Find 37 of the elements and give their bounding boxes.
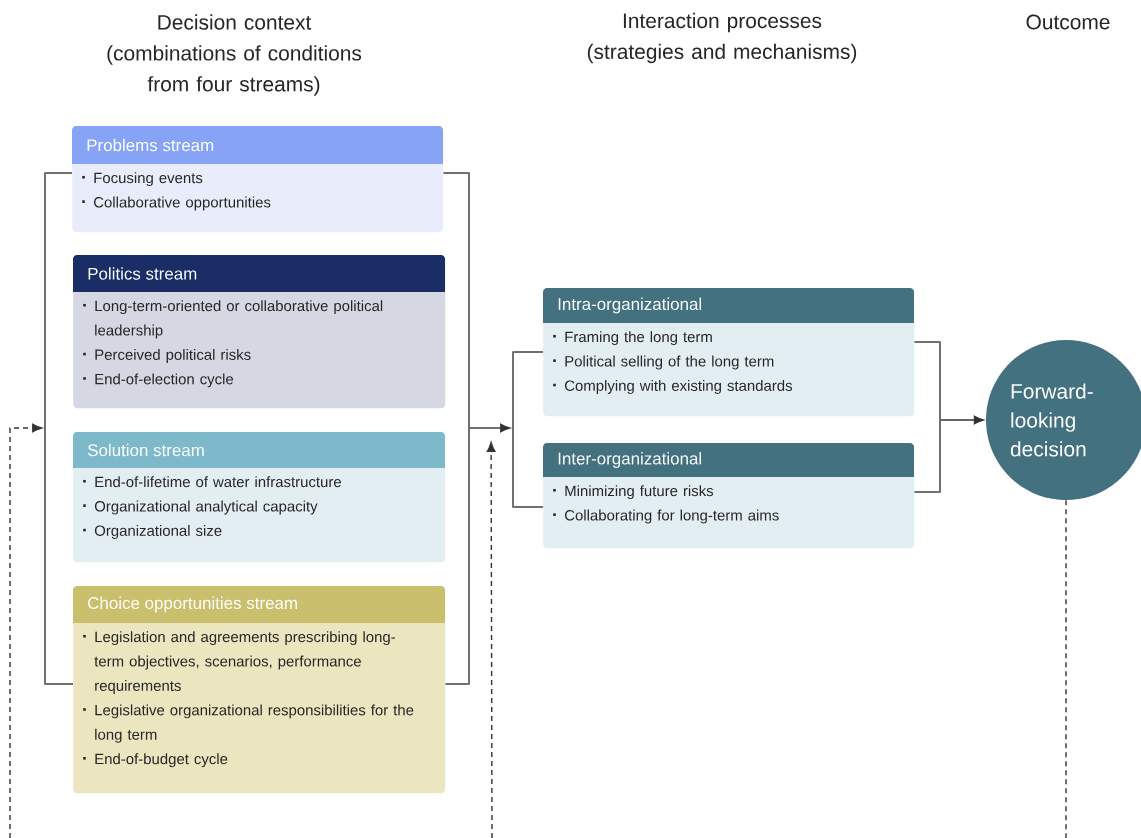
bullet-text: Collaborative opportunities <box>82 196 271 211</box>
stream-box <box>73 432 446 563</box>
bullet-text: Legislation and agreements prescribing long-term objectives, scenarios, performance requirements <box>83 631 395 694</box>
bullet-text: Focusing events <box>82 172 203 187</box>
column-heading: Outcome <box>1026 14 1110 30</box>
bullet-text: End-of-lifetime of water infrastructure <box>83 476 341 488</box>
connector-bar <box>468 172 470 685</box>
bullet-text: Collaborating for long-term aims <box>553 509 779 524</box>
stream-box <box>543 288 915 417</box>
bullet-text: Complying with existing standards <box>553 380 792 394</box>
arrow <box>9 423 43 838</box>
box-heading: Intra-organizational <box>558 297 702 314</box>
box-heading: Choice opportunities stream <box>88 596 297 613</box>
stream-box <box>73 255 446 409</box>
bullet-text: Perceived political risks <box>83 349 251 363</box>
column-heading: Decision context (combinations of conditions from four streams) <box>107 14 362 96</box>
bullet-text: Organizational analytical capacity <box>83 500 318 515</box>
box-heading: Inter-organizational <box>558 452 702 468</box>
bullet-text: Framing the long term <box>553 331 712 346</box>
stream-box <box>73 586 446 794</box>
bullet-text: Political selling of the long term <box>553 355 774 370</box>
arrow <box>469 423 511 433</box>
stream-box <box>72 126 444 233</box>
box-heading: Solution stream <box>87 443 204 457</box>
arrow <box>940 415 984 425</box>
box-heading: Politics stream <box>88 267 197 280</box>
arrow <box>486 441 496 838</box>
box-heading: Problems stream <box>87 138 214 152</box>
bullet-text: Legislative organizational responsibilities for the long term <box>83 704 414 743</box>
bullet-text: End-of-election cycle <box>83 373 234 388</box>
bullet-text: End-of-budget cycle <box>83 753 228 768</box>
bullet-text: Minimizing future risks <box>553 485 714 500</box>
stream-box <box>543 443 915 549</box>
connector-bar <box>939 341 941 493</box>
column-heading: Interaction processes (strategies and mechanisms) <box>587 12 857 64</box>
bullet-text: Organizational size <box>83 525 222 539</box>
bullet-text: Long-term-oriented or collaborative political leadership <box>83 300 383 339</box>
